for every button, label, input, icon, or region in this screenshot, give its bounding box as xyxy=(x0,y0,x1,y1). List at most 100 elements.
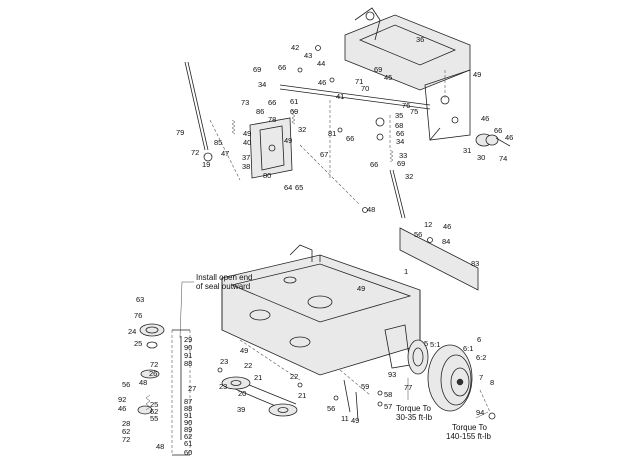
callout-48: 48 xyxy=(139,378,147,387)
callout-31: 31 xyxy=(463,146,471,155)
callout-48: 48 xyxy=(156,442,164,451)
callout-48: 48 xyxy=(367,205,375,214)
callout-69: 69 xyxy=(253,65,261,74)
callout-72: 72 xyxy=(191,148,199,157)
callout-49: 49 xyxy=(284,136,292,145)
callout-32: 32 xyxy=(298,125,306,134)
callout-69: 69 xyxy=(290,107,298,116)
callout-86: 86 xyxy=(256,107,264,116)
callout-5: 5 xyxy=(424,339,428,348)
callout-46: 46 xyxy=(481,114,489,123)
callout-60: 60 xyxy=(184,448,192,457)
callout-65: 65 xyxy=(295,183,303,192)
hardware-bits xyxy=(333,379,383,421)
callout-47: 47 xyxy=(221,149,229,158)
seal-note-leader xyxy=(179,281,194,339)
callout-40: 40 xyxy=(243,138,251,147)
callout-29: 29 xyxy=(184,335,192,344)
note-seal-line2: of seal outward xyxy=(196,282,250,291)
callout-93: 93 xyxy=(388,370,396,379)
wheel-assembly xyxy=(407,339,496,420)
callout-79: 79 xyxy=(176,128,184,137)
callout-77: 77 xyxy=(404,383,412,392)
callout-36: 36 xyxy=(416,35,424,44)
callout-26: 26 xyxy=(149,369,157,378)
callout-39: 39 xyxy=(237,405,245,414)
note-torque-a-line2: 30-35 ft-lb xyxy=(396,413,433,422)
callout-72: 72 xyxy=(122,435,130,444)
callout-49: 49 xyxy=(351,416,359,425)
callout-22: 22 xyxy=(290,372,298,381)
callout-25: 25 xyxy=(150,400,158,409)
callout-84: 84 xyxy=(442,237,450,246)
callout-49: 49 xyxy=(473,70,481,79)
callout-66: 66 xyxy=(370,160,378,169)
main-frame xyxy=(221,244,421,396)
callout-25: 25 xyxy=(134,339,142,348)
callout-61: 61 xyxy=(184,439,192,448)
callout-8: 8 xyxy=(490,378,494,387)
callout-34: 34 xyxy=(396,137,404,146)
callout-35: 35 xyxy=(395,111,403,120)
callout-66: 66 xyxy=(268,98,276,107)
callout-22: 22 xyxy=(244,361,252,370)
callout-58: 58 xyxy=(384,390,392,399)
callout-38: 38 xyxy=(242,162,250,171)
callout-23: 23 xyxy=(220,357,228,366)
callout-56: 56 xyxy=(414,230,422,239)
callout-90: 90 xyxy=(184,418,192,427)
callout-88: 88 xyxy=(184,404,192,413)
callout-12: 12 xyxy=(424,220,432,229)
callout-92: 92 xyxy=(118,395,126,404)
note-torque-b-line2: 140-155 ft-lb xyxy=(446,432,491,441)
callout-19: 19 xyxy=(202,160,210,169)
callout-32: 32 xyxy=(405,172,413,181)
callout-78: 78 xyxy=(268,115,276,124)
callout-41: 41 xyxy=(336,92,344,101)
callout-20: 20 xyxy=(238,389,246,398)
callout-64: 64 xyxy=(284,183,292,192)
callout-labels: 36 42 43 44 46 69 66 34 71 70 45 69 49 7… xyxy=(118,35,513,457)
callout-46: 46 xyxy=(505,133,513,142)
callout-87: 87 xyxy=(184,397,192,406)
callout-6-2: 6:2 xyxy=(476,353,486,362)
callout-62: 62 xyxy=(122,427,130,436)
callout-72: 72 xyxy=(150,360,158,369)
callout-91: 91 xyxy=(184,411,192,420)
callout-68: 68 xyxy=(395,121,403,130)
callout-81: 81 xyxy=(328,129,336,138)
callout-46: 46 xyxy=(318,78,326,87)
callout-55: 55 xyxy=(150,414,158,423)
callout-66: 66 xyxy=(396,129,404,138)
callout-7: 7 xyxy=(479,373,483,382)
callout-69: 69 xyxy=(374,65,382,74)
callout-49: 49 xyxy=(240,346,248,355)
callout-21: 21 xyxy=(254,373,262,382)
callout-62: 62 xyxy=(184,432,192,441)
callout-85: 85 xyxy=(214,138,222,147)
callout-66: 66 xyxy=(346,134,354,143)
callout-6-1: 6:1 xyxy=(463,344,473,353)
callout-57: 57 xyxy=(384,402,392,411)
callout-75: 75 xyxy=(410,107,418,116)
callout-44: 44 xyxy=(317,59,325,68)
belt-pulleys xyxy=(217,367,303,417)
callout-63: 63 xyxy=(136,295,144,304)
callout-91: 91 xyxy=(184,351,192,360)
callout-66: 66 xyxy=(494,126,502,135)
callout-74: 74 xyxy=(499,154,507,163)
callout-28: 28 xyxy=(122,419,130,428)
callout-88: 88 xyxy=(184,359,192,368)
callout-21: 21 xyxy=(298,391,306,400)
callout-90: 90 xyxy=(184,343,192,352)
callout-83: 83 xyxy=(471,259,479,268)
callout-23: 23 xyxy=(219,382,227,391)
callout-70: 70 xyxy=(361,84,369,93)
callout-27: 27 xyxy=(188,384,196,393)
callout-46: 46 xyxy=(443,222,451,231)
callout-46: 46 xyxy=(118,404,126,413)
callout-56: 56 xyxy=(122,380,130,389)
callout-59: 59 xyxy=(361,382,369,391)
callout-49: 49 xyxy=(357,284,365,293)
